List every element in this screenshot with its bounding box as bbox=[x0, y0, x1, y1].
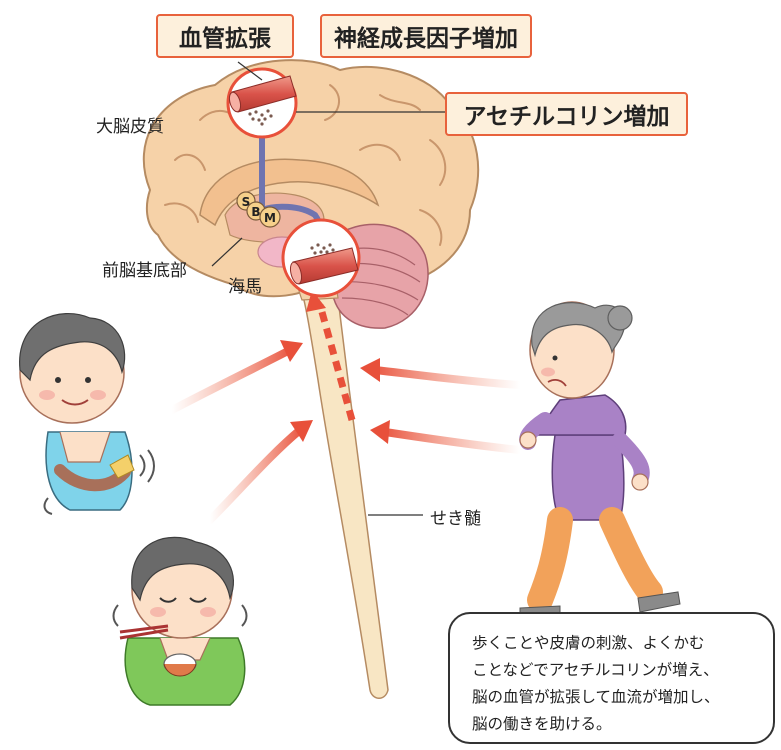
caption-line: 歩くことや皮膚の刺激、よくかむ bbox=[472, 634, 705, 652]
elderly-walking-illustration bbox=[519, 301, 681, 621]
corpus-callosum bbox=[199, 158, 380, 227]
spinal-cord-label: せき髄 bbox=[430, 509, 481, 529]
caption-line: ことなどでアセチルコリンが増え、 bbox=[472, 661, 719, 679]
caption-box: 歩くことや皮膚の刺激、よくかむ ことなどでアセチルコリンが増え、 脳の血管が拡張… bbox=[448, 612, 775, 744]
woman-eating-illustration bbox=[112, 536, 248, 706]
neuron-letter-s: S bbox=[242, 195, 251, 209]
neuron-letter-m: M bbox=[264, 211, 276, 225]
neuron-cluster: S B M bbox=[236, 191, 281, 228]
cortex-vessel-zoom bbox=[226, 67, 298, 139]
vasodilation-tag: 血管拡張 bbox=[156, 14, 294, 58]
stimulus-arrows bbox=[168, 340, 524, 524]
neuron-letter-b: B bbox=[251, 205, 260, 219]
spinal-cord bbox=[299, 279, 389, 699]
man-massaging-illustration bbox=[19, 313, 155, 515]
cerebral-cortex-label: 大脳皮質 bbox=[96, 117, 164, 137]
basal-forebrain-label: 前脳基底部 bbox=[102, 261, 187, 281]
acetylcholine-increase-tag: アセチルコリン増加 bbox=[445, 92, 688, 136]
caption-line: 脳の働きを助ける。 bbox=[472, 715, 612, 733]
caption-line: 脳の血管が拡張して血流が増加し、 bbox=[472, 688, 720, 706]
ngf-increase-tag: 神経成長因子増加 bbox=[320, 14, 532, 58]
ascending-signal bbox=[316, 304, 356, 421]
hippocampus-label: 海馬 bbox=[228, 277, 262, 297]
hippocampus-vessel-zoom bbox=[281, 218, 361, 298]
